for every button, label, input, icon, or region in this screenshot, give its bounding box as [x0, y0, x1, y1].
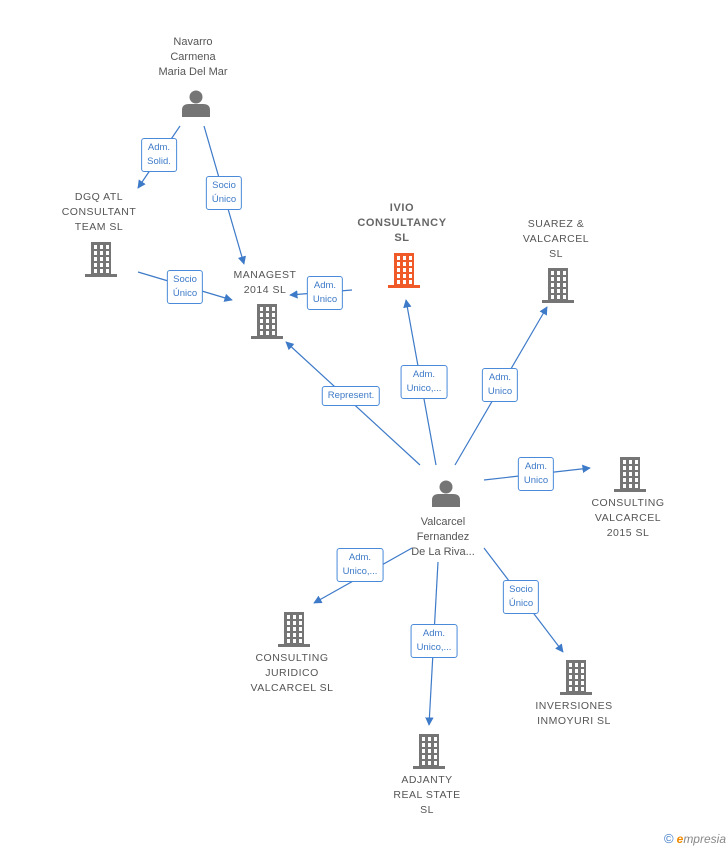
brand-e: e — [676, 832, 684, 846]
edge-label-text: Solid. — [147, 156, 171, 167]
edge-label-text: Único — [172, 288, 198, 299]
building-icon-ivio[interactable] — [388, 253, 420, 288]
node-label-line: REAL STATE — [393, 789, 461, 801]
node-label-line: INVERSIONES — [535, 700, 613, 712]
node-label-line: 2014 SL — [243, 284, 287, 296]
node-label-line: SL — [549, 248, 563, 260]
node-label-line: CONSULTING — [255, 652, 329, 664]
footer-brand[interactable]: ©empresia — [664, 831, 726, 846]
edge-label-text: Represent. — [327, 390, 375, 401]
node-label-line: IVIO — [389, 202, 415, 214]
edge-label-valcarcel-consulting2015[interactable]: Adm. Unico — [517, 457, 555, 491]
company-label-dgq[interactable]: DGQ ATL CONSULTANT TEAM SL — [62, 190, 137, 235]
node-label-line: JURIDICO — [265, 667, 319, 679]
node-label-line: VALCARCEL — [594, 512, 662, 524]
building-icon-dgq[interactable] — [85, 242, 117, 277]
edge-label-text: Unico,... — [342, 566, 378, 577]
node-label-line: Carmena — [170, 51, 216, 63]
building-icon-managest[interactable] — [251, 304, 283, 339]
edge-label-text: Adm. — [422, 628, 446, 639]
edge-label-ivio-managest[interactable]: Adm. Unico — [306, 276, 344, 310]
company-label-ivio[interactable]: IVIO CONSULTANCY SL — [357, 201, 446, 246]
edge-label-text: Socio — [212, 180, 236, 191]
edge-label-text: Socio — [509, 584, 533, 595]
building-icon-consulting2015[interactable] — [614, 457, 646, 492]
edge-label-text: Único — [211, 194, 237, 205]
company-label-inversiones[interactable]: INVERSIONES INMOYURI SL — [535, 699, 612, 729]
node-label-line: INMOYURI SL — [537, 715, 611, 727]
edge-label-valcarcel-ivio[interactable]: Adm. Unico,... — [400, 365, 448, 399]
building-icon-suarez[interactable] — [542, 268, 574, 303]
company-label-juridico[interactable]: CONSULTING JURIDICO VALCARCEL SL — [250, 651, 333, 696]
edge-label-text: Adm. — [147, 142, 171, 153]
copyright-symbol: © — [664, 831, 674, 846]
node-label-line: CONSULTANT — [61, 206, 137, 218]
edge-label-text: Unico,... — [416, 642, 452, 653]
node-label-line: Navarro — [173, 36, 213, 48]
edge-label-text: Unico — [523, 475, 549, 486]
edge-label-text: Unico,... — [406, 383, 442, 394]
node-label-line: MANAGEST — [233, 269, 297, 281]
edge-label-text: Unico — [312, 294, 338, 305]
company-label-adjanty[interactable]: ADJANTY REAL STATE SL — [393, 773, 460, 818]
edge-label-text: Socio — [173, 274, 197, 285]
building-icon-inversiones[interactable] — [560, 660, 592, 695]
edge-label-text: Unico — [487, 386, 513, 397]
edge-label-valcarcel-suarez[interactable]: Adm. Unico — [481, 368, 519, 402]
company-label-managest[interactable]: MANAGEST 2014 SL — [234, 268, 297, 298]
node-label-line: De La Riva... — [411, 546, 475, 558]
edge-label-text: Adm. — [348, 552, 372, 563]
edge-label-text: Adm. — [412, 369, 436, 380]
person-icon-valcarcel[interactable] — [432, 480, 460, 508]
node-label-line: Maria Del Mar — [158, 66, 228, 78]
node-label-line: CONSULTANCY — [357, 217, 447, 229]
building-icon-juridico[interactable] — [278, 612, 310, 647]
building-icon-adjanty[interactable] — [413, 734, 445, 769]
edge-label-valcarcel-juridico[interactable]: Adm. Unico,... — [336, 548, 384, 582]
node-label-line: VALCARCEL — [522, 233, 590, 245]
node-label-line: Fernandez — [416, 531, 470, 543]
icons-layer — [85, 90, 646, 769]
company-label-consulting2015[interactable]: CONSULTING VALCARCEL 2015 SL — [591, 496, 664, 541]
node-label-line: SUAREZ & — [527, 218, 585, 230]
node-label-line: 2015 SL — [606, 527, 650, 539]
person-icon-navarro[interactable] — [182, 90, 210, 118]
node-label-line: ADJANTY — [401, 774, 453, 786]
node-label-line: DGQ ATL — [74, 191, 124, 203]
company-label-suarez[interactable]: SUAREZ & VALCARCEL SL — [523, 217, 589, 262]
brand-name: mpresia — [683, 832, 726, 846]
node-label-line: VALCARCEL SL — [250, 682, 334, 694]
node-label-line: TEAM SL — [74, 221, 124, 233]
edge-label-text: Adm. — [524, 461, 548, 472]
node-label-line: SL — [394, 232, 410, 244]
edge-label-valcarcel-adjanty[interactable]: Adm. Unico,... — [410, 624, 458, 658]
edge-label-text: Único — [508, 598, 534, 609]
edge-label-text: Adm. — [313, 280, 337, 291]
node-label-line: CONSULTING — [591, 497, 665, 509]
node-label-line: Valcarcel — [420, 516, 466, 528]
node-label-line: SL — [420, 804, 434, 816]
edge-label-navarro-dgq[interactable]: Adm. Solid. — [141, 138, 177, 172]
edge-label-text: Adm. — [488, 372, 512, 383]
edge-label-valcarcel-managest[interactable]: Represent. — [321, 386, 381, 406]
